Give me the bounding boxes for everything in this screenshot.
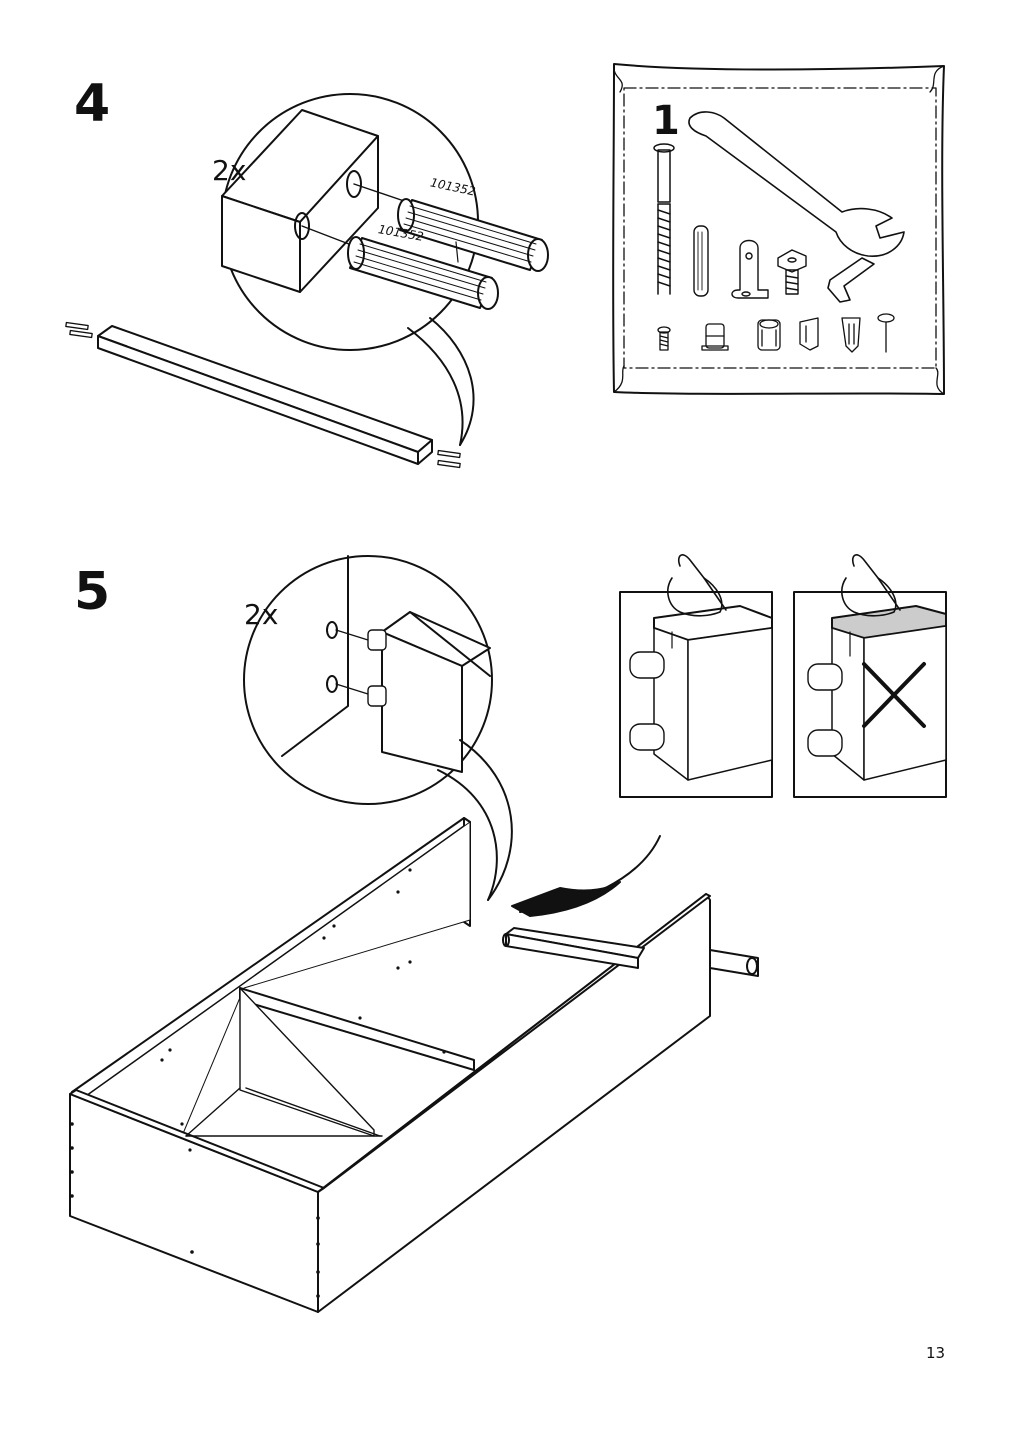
insert-arrow-icon — [511, 835, 661, 917]
clip-icon — [799, 317, 819, 351]
step5-detail-circle — [243, 555, 513, 901]
hand-icon — [667, 554, 727, 617]
bolt-icon — [653, 143, 675, 295]
rail-part — [502, 927, 645, 969]
page-number: 13 — [926, 1344, 946, 1362]
wrong-x-icon — [862, 662, 926, 728]
connector-icon — [701, 323, 729, 351]
step-number: 4 — [74, 74, 111, 134]
hand-icon — [841, 554, 901, 617]
hardware-bag-number: 1 — [652, 98, 680, 144]
quantity-label: 2x — [212, 154, 247, 187]
cam-lock-icon — [757, 319, 781, 351]
adjustable-foot-icon — [777, 249, 807, 295]
rail-part — [65, 321, 461, 469]
hardware-bag — [612, 63, 945, 395]
wooden-dowel-icon — [347, 236, 499, 310]
bracket-icon — [731, 239, 769, 299]
step-number: 5 — [74, 562, 111, 622]
pin-icon — [877, 313, 895, 353]
wooden-dowel-icon — [397, 198, 549, 272]
dowel-icon — [693, 225, 709, 297]
drawer-carcass — [69, 817, 759, 1313]
quantity-label: 2x — [244, 598, 279, 631]
anchor-plug-icon — [841, 317, 861, 353]
incorrect-panel — [793, 554, 947, 798]
wrench-icon — [688, 111, 905, 257]
allen-key-icon — [827, 257, 875, 303]
correct-panel — [619, 554, 773, 798]
screw-small-icon — [657, 326, 671, 351]
rail-part — [709, 949, 759, 977]
step4-detail-circle — [221, 93, 549, 446]
